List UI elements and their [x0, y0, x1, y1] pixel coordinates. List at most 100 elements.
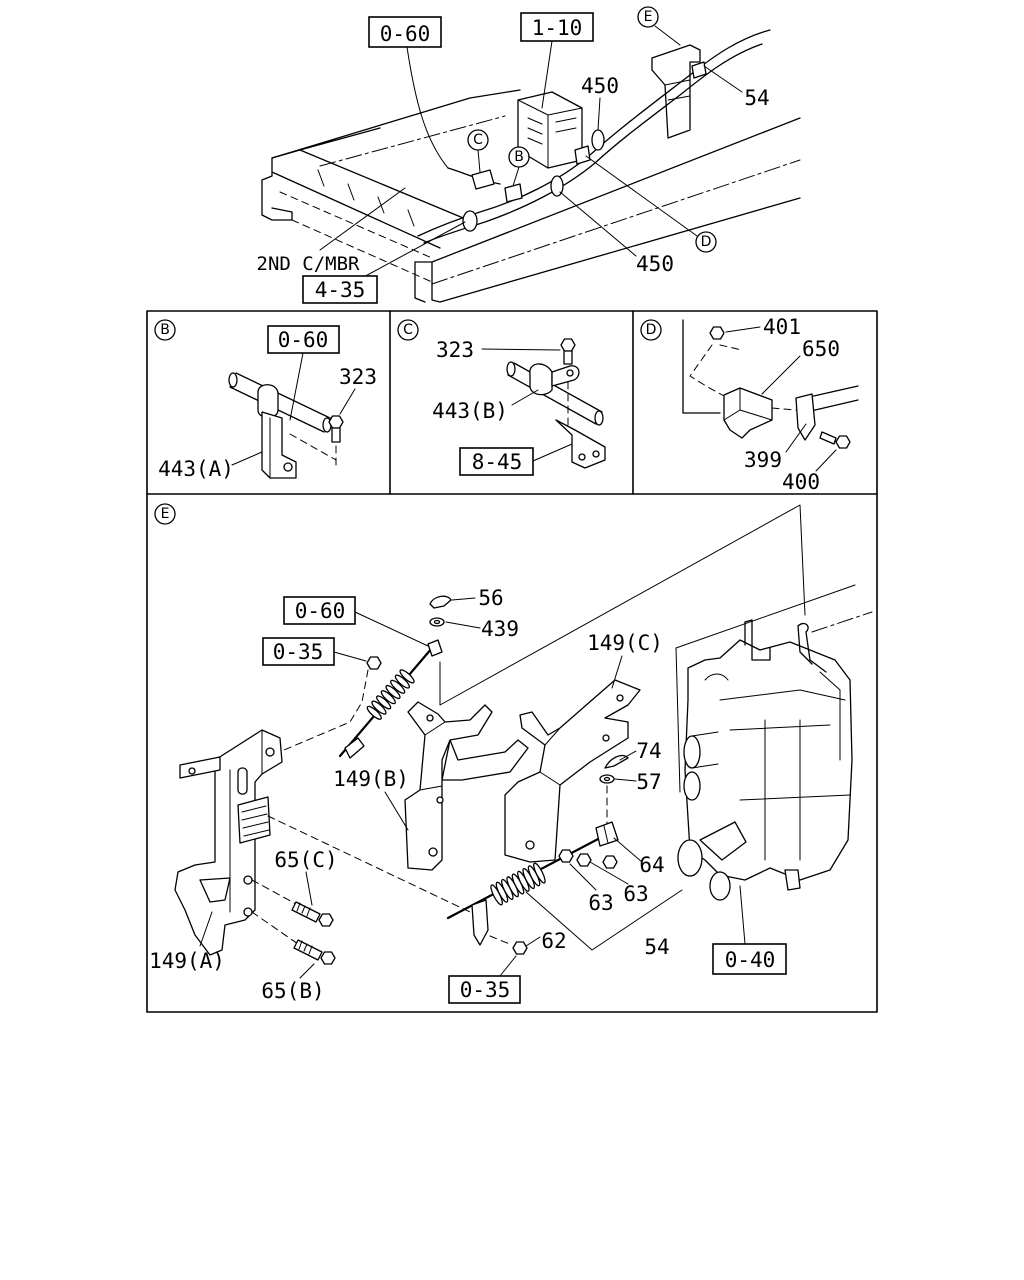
part-label-65b: 65(B)	[261, 979, 324, 1003]
part-label-63-left: 63	[588, 891, 613, 915]
detail-frame-outer	[146, 310, 878, 1013]
spring-coil	[366, 705, 382, 720]
part-label-450-upper: 450	[581, 74, 619, 98]
ref-label-4-35: 4-35	[315, 278, 366, 302]
crossmember-hatch	[317, 169, 415, 227]
bracket-149c	[504, 679, 641, 863]
bracket-149b-hole-1	[428, 847, 438, 857]
bolt-323-head	[328, 415, 344, 429]
cable-c-end-right	[594, 410, 604, 426]
part-label-149b: 149(B)	[333, 767, 409, 791]
upper-cable-spring	[366, 669, 415, 720]
part-label-323-c: 323	[436, 338, 474, 362]
bracket-149b	[404, 701, 493, 871]
transmission-boss-1	[683, 735, 701, 769]
clamp-450-upper	[591, 129, 605, 151]
transmission-housing-detail	[704, 671, 851, 861]
ref-label-0-60-e: 0-60	[295, 599, 346, 623]
view-marker-c	[467, 129, 489, 151]
clevis-64-slot	[603, 825, 609, 844]
part-label-63-right: 63	[623, 882, 648, 906]
view-letter-b-panel: B	[160, 322, 170, 338]
back-rail-centerline	[319, 115, 506, 167]
bolt-323-path-b	[289, 433, 337, 471]
bolt-62	[512, 941, 528, 955]
transmission-block-detail	[517, 99, 583, 169]
bracket-149a	[174, 729, 283, 956]
crossmember-2nd	[261, 149, 469, 249]
part-label-400: 400	[782, 470, 820, 494]
clip-399	[795, 393, 816, 441]
part-label-399: 399	[744, 448, 782, 472]
clip-443b	[529, 363, 553, 396]
detail-c: C 323 443(B) 8-45	[397, 319, 606, 476]
part-label-56: 56	[478, 586, 503, 610]
detail-b: B 0-60 323 443(A)	[154, 319, 377, 481]
view-letter-e-panel: E	[161, 506, 170, 522]
bracket-149c-edge	[539, 727, 561, 786]
part-label-443b: 443(B)	[432, 399, 508, 423]
ref-box-0-35-lower	[448, 975, 521, 1004]
spring-coil	[390, 679, 406, 694]
washer-439-inner	[433, 619, 441, 625]
bolt-65b-shank	[293, 939, 323, 961]
washer-57-inner	[603, 776, 611, 782]
part-label-439: 439	[481, 617, 519, 641]
bracket-149c-hole-2	[602, 734, 610, 742]
cable-clip-e	[691, 61, 707, 79]
clamp-450-lower	[550, 175, 564, 197]
bolt-323-c-head	[560, 338, 576, 352]
bolt-65c-thread	[296, 902, 311, 917]
bracket-149a-hole-1	[243, 875, 253, 885]
detail-panel-frame	[146, 310, 878, 1013]
bolt-62-path	[489, 935, 513, 946]
bracket-149c-hole-1	[616, 694, 624, 702]
bracket-8-45	[555, 419, 606, 469]
bolt-400-shank	[819, 431, 837, 445]
transmission-boss-1-body	[691, 731, 719, 769]
spring-coil	[399, 669, 415, 684]
part-label-65c: 65(C)	[274, 848, 337, 872]
clamp-b	[504, 183, 523, 203]
view-letter-d-panel: D	[646, 322, 657, 338]
bracket-149a-slot-1	[237, 767, 248, 795]
part-label-149c: 149(C)	[587, 631, 663, 655]
detail-e-leaders	[199, 597, 746, 979]
transmission-centerline	[811, 611, 873, 633]
side-frame-rail	[414, 117, 801, 303]
upper-cable-end-fitting	[427, 639, 443, 657]
clamp-443a	[257, 384, 279, 419]
ref-label-0-40: 0-40	[725, 948, 776, 972]
clamp-4-35	[462, 210, 478, 232]
ref-box-0-60-e	[283, 596, 356, 625]
crossmember-label: 2ND C/MBR	[257, 253, 361, 275]
bracket-149a-cutout	[199, 877, 231, 903]
nut-63-right	[576, 853, 592, 867]
lever-link-line	[439, 504, 806, 706]
transmission-tail	[784, 869, 801, 891]
bolt-323-shank	[331, 427, 341, 443]
ref-box-0-60	[368, 16, 442, 48]
crossmember-hidden-edge	[279, 191, 433, 283]
cable-loop	[447, 167, 501, 185]
spring-coil	[371, 700, 387, 715]
bracket-443a-hole	[283, 462, 293, 472]
cable-b-end-left	[228, 372, 238, 388]
clip-443b-tab	[551, 365, 580, 387]
clamp-c	[471, 169, 495, 190]
bracket-8-45-hole-2	[592, 450, 600, 458]
bracket-149a-flange-hole	[188, 767, 196, 775]
back-frame-rail	[271, 89, 521, 159]
detail-b-leaders	[231, 352, 356, 466]
nut-clevis	[602, 855, 618, 869]
ref-label-0-60: 0-60	[380, 22, 431, 46]
bracket-149a-tab-hatch	[241, 805, 270, 837]
upper-cable-mount-path	[283, 669, 369, 751]
view-marker-d	[695, 231, 717, 253]
ref-box-0-35-upper	[262, 637, 335, 666]
bolt-65c-shank	[291, 901, 321, 923]
bracket-149c-hole-3	[525, 840, 535, 850]
ref-label-0-60-b: 0-60	[278, 328, 329, 352]
nut-63-left	[558, 849, 574, 863]
